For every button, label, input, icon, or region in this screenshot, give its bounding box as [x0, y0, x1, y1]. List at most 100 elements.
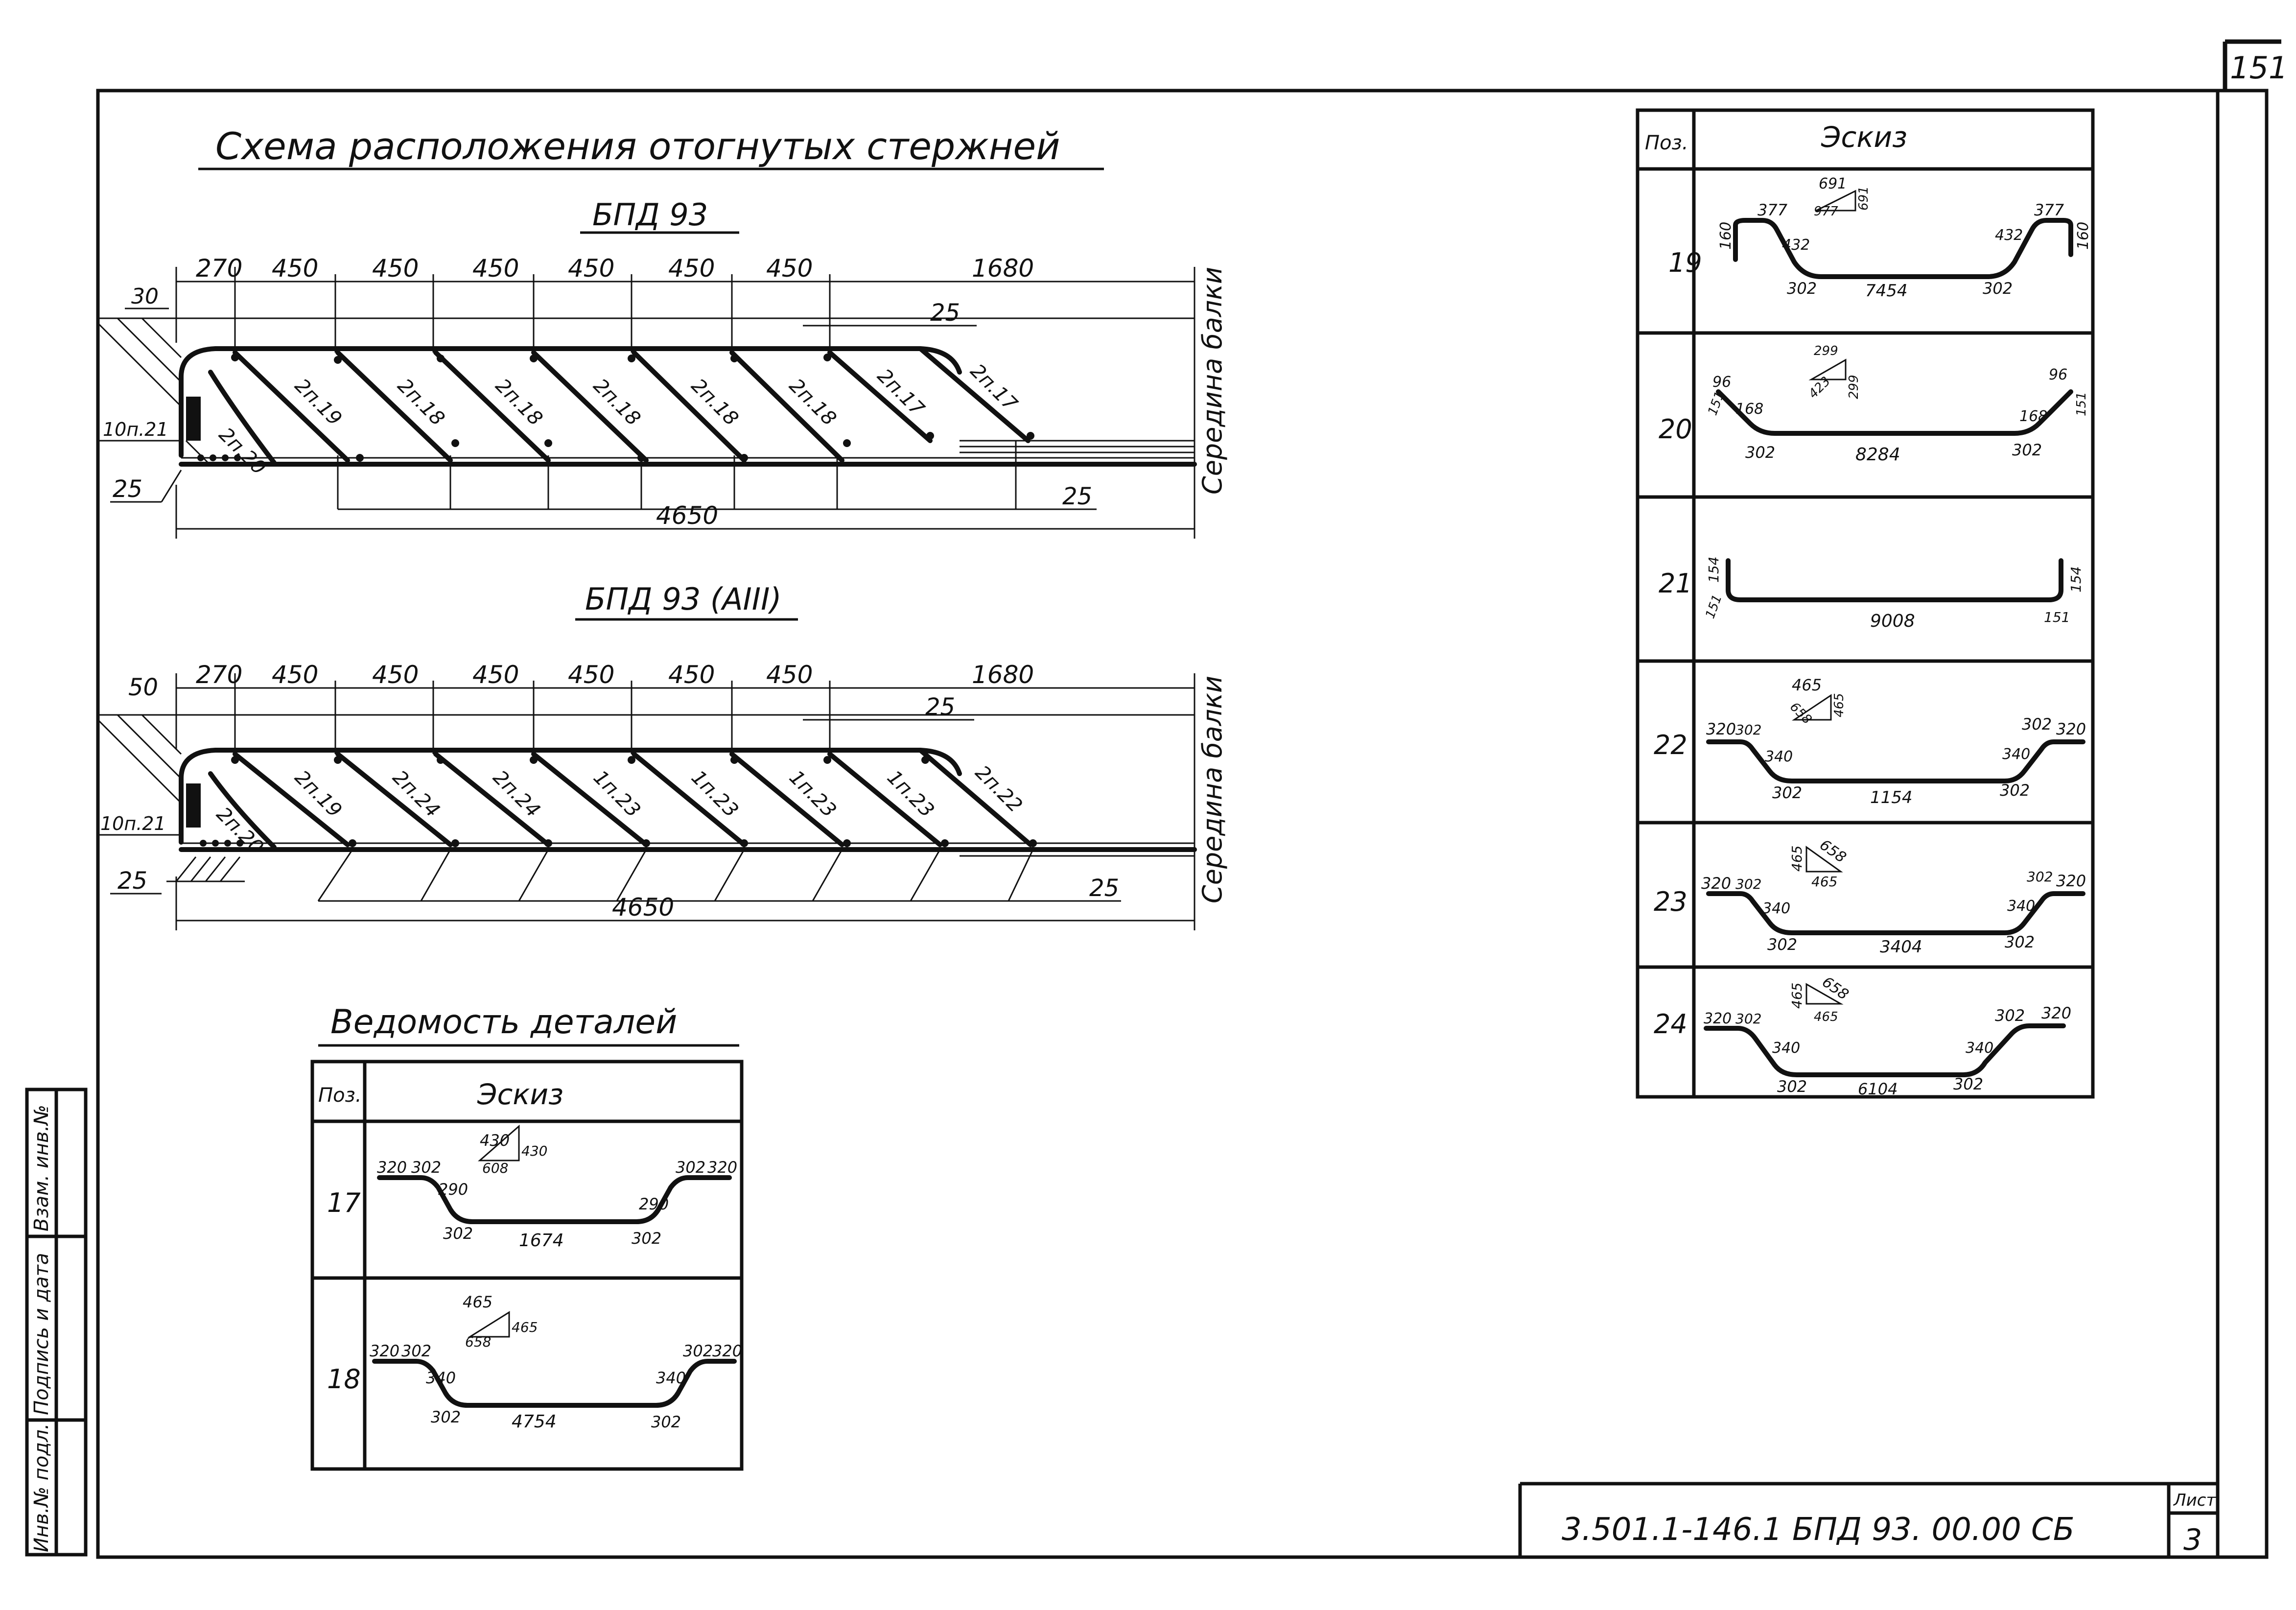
- bar-19-triangle: [1816, 189, 1856, 212]
- side-stamp-sign: Подпись и дата: [30, 1253, 53, 1415]
- beam1-dim-ticks: [175, 267, 1195, 539]
- right-pos-23: 23: [1654, 886, 1687, 917]
- bar-22-l7: 302: [2022, 715, 2052, 734]
- bar-20-l11: 423: [1806, 374, 1833, 402]
- bar-18-l6: 340: [656, 1369, 686, 1387]
- sheet-number: 151: [2230, 50, 2288, 86]
- beam2-anchor: [186, 783, 201, 828]
- bar-19-l4: 7454: [1865, 281, 1908, 301]
- bar-23-l2: 340: [1762, 900, 1790, 917]
- bar-sketch-23: [1706, 891, 2085, 935]
- bar-21-l1: 151: [1703, 592, 1725, 620]
- beam2-bar-6: 1п.23: [785, 766, 841, 822]
- bar-19-l11: 977: [1814, 204, 1838, 219]
- bar-23-l10: 465: [1811, 874, 1837, 890]
- left-table-head-sketch: Эскиз: [477, 1078, 563, 1111]
- beam2-hatch: [97, 714, 182, 804]
- stamp-code: 3.501.1-146.1 БПД 93. 00.00 СБ: [1562, 1512, 2075, 1548]
- beam2-bar-8: 2п.22: [971, 761, 1027, 817]
- bar-24-l7: 302: [1995, 1006, 2025, 1025]
- bar-18-l2: 340: [426, 1369, 456, 1387]
- bar-sketch-19: [1733, 218, 2073, 279]
- beam2-bottom-ticks: [317, 849, 1034, 901]
- bar-21-l2: 9008: [1870, 611, 1915, 631]
- bar-20-l0: 96: [1712, 374, 1731, 391]
- bar-18-l10: 465: [512, 1319, 538, 1335]
- bar-20-l6: 168: [2019, 408, 2047, 425]
- beam1-dim-3: 450: [472, 254, 519, 283]
- bar-17-l2: 290: [438, 1180, 468, 1199]
- bar-20-triangle: [1808, 358, 1847, 380]
- bar-23-l7: 302: [2027, 869, 2053, 885]
- right-pos-22: 22: [1654, 730, 1687, 760]
- bar-18-l11: 658: [465, 1334, 491, 1350]
- bar-19-l8: 160: [2075, 222, 2092, 250]
- beam1-total: 4650: [656, 501, 718, 530]
- beam1-bar-2: 2п.18: [393, 375, 449, 430]
- beam2-bar-5: 1п.23: [687, 766, 743, 822]
- bar-22-l8: 320: [2056, 720, 2086, 738]
- bar-24-l1: 302: [1735, 1011, 1761, 1027]
- beam2-dots: [200, 756, 1037, 847]
- bar-24-l10: 465: [1814, 1010, 1838, 1024]
- bar-19-l3: 302: [1787, 279, 1817, 298]
- side-stamp-inv: Инв.№ подл.: [30, 1423, 53, 1552]
- bar-23-l9: 465: [1789, 846, 1805, 872]
- bar-23-triangle: [1805, 846, 1843, 873]
- beam2-dim-0: 270: [196, 661, 242, 689]
- beam2-total: 4650: [612, 893, 674, 922]
- bar-22-l10: 465: [1832, 693, 1847, 717]
- bar-21-l4: 154: [2068, 567, 2084, 592]
- bar-21-l0: 154: [1706, 557, 1722, 583]
- main-title: Схема расположения отогнутых стержней: [215, 124, 1060, 168]
- beam1-left-dim: 30: [131, 284, 159, 309]
- beam1-dim-4: 450: [568, 254, 614, 283]
- bar-19-l5: 302: [1983, 279, 2013, 298]
- beam2-hatch-bottom: [166, 856, 245, 882]
- title-stamp: 3.501.1-146.1 БПД 93. 00.00 СБ Лист 3: [1518, 1482, 2218, 1557]
- beam1-bar-0: 2п.20: [214, 424, 270, 479]
- beam1-dots: [197, 354, 1034, 462]
- beam1-dim-0: 270: [196, 254, 242, 283]
- bar-18-l1: 302: [401, 1342, 431, 1360]
- bar-20-l10: 299: [1847, 375, 1861, 399]
- bar-22-l3: 302: [1772, 783, 1802, 802]
- left-table-pos-17: 17: [327, 1187, 361, 1218]
- beam1-bar-4: 2п.18: [589, 375, 645, 430]
- beam1-bar-6: 2п.18: [785, 375, 841, 430]
- beam1-dim25-left: 25: [113, 475, 142, 503]
- bar-17-l1: 302: [411, 1158, 441, 1177]
- bar-20-l2: 168: [1735, 401, 1763, 418]
- bar-17-triangle: [478, 1124, 520, 1161]
- beam1-title: БПД 93: [592, 197, 708, 233]
- bar-24-l8: 320: [2041, 1004, 2071, 1022]
- beam1-dim-7: 1680: [972, 254, 1034, 283]
- beam2-dim-5: 450: [668, 661, 715, 689]
- beam1-bottom-ticks: [337, 441, 1017, 509]
- bar-19-l7: 377: [2034, 201, 2064, 219]
- beam2-dim-3: 450: [472, 661, 519, 689]
- beam1-bar-5: 2п.18: [687, 375, 743, 430]
- left-table: Поз. Эскиз 17 320 302 290 302 1674 302 2…: [310, 1060, 744, 1471]
- bar-22-l11: 658: [1787, 700, 1814, 727]
- bar-24-l4: 6104: [1858, 1080, 1898, 1098]
- outer-frame: [96, 89, 2269, 1559]
- right-pos-21: 21: [1659, 568, 1692, 599]
- beam1-side-label: Середина балки: [1197, 267, 1228, 495]
- right-table-head-pos: Поз.: [1645, 132, 1688, 154]
- bar-18-l9: 465: [463, 1293, 492, 1311]
- beam2-bar-3: 2п.24: [489, 766, 544, 822]
- left-table-pos-18: 18: [327, 1364, 361, 1395]
- bar-23-l0: 320: [1701, 874, 1731, 893]
- right-table-head-sketch: Эскиз: [1821, 120, 1907, 154]
- beam2-label-left: 10п.21: [100, 813, 166, 834]
- beam2-dim25-left: 25: [117, 867, 147, 895]
- bar-17-l0: 320: [377, 1158, 407, 1177]
- bar-18-triangle: [467, 1311, 510, 1338]
- beam1-bar-3: 2п.18: [491, 375, 547, 430]
- bar-19-l10: 691: [1856, 186, 1871, 211]
- bar-17-l5: 302: [632, 1229, 661, 1248]
- beam1-dim-1: 450: [272, 254, 318, 283]
- beam2-dim-2: 450: [372, 661, 419, 689]
- bar-23-l11: 658: [1816, 836, 1849, 867]
